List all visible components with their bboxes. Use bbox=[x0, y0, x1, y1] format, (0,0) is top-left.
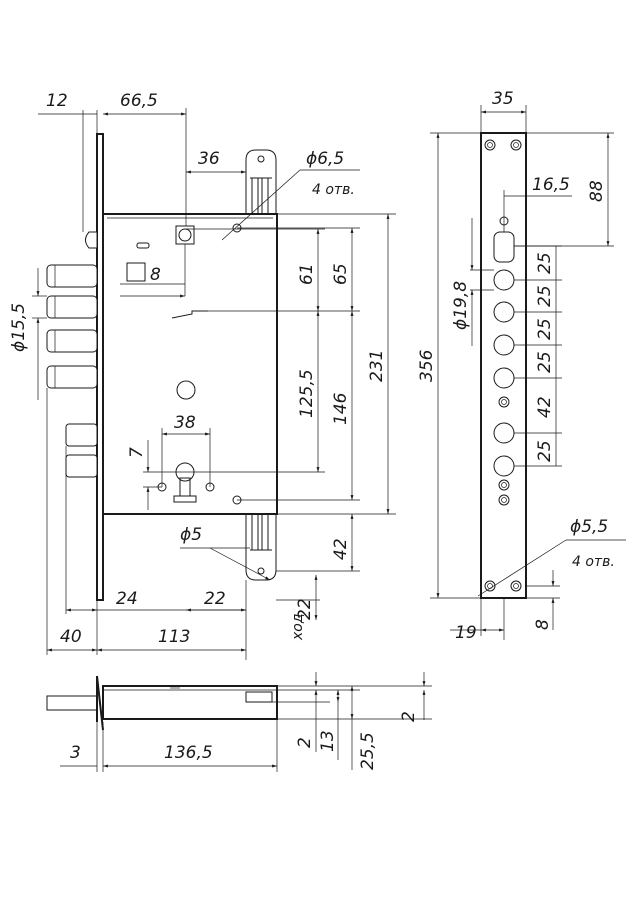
dim-8-plate: 8 bbox=[533, 619, 553, 630]
dim-356: 356 bbox=[417, 349, 437, 382]
dim-phi-6-5: ϕ6,5 bbox=[306, 149, 344, 169]
note-4-holes-plate: 4 отв. bbox=[572, 554, 615, 570]
center-hole bbox=[176, 380, 196, 400]
dim-phi-19-8: ϕ19,8 bbox=[451, 281, 471, 330]
dim-pitch-25-a: 25 bbox=[535, 252, 555, 274]
dim-phi-5-5: ϕ5,5 bbox=[570, 517, 608, 537]
lock-front-view bbox=[46, 133, 278, 601]
dim-231: 231 bbox=[367, 350, 387, 382]
side-dimensions: 3 136,5 2 13 25,5 2 bbox=[60, 672, 432, 772]
dim-2-left: 2 bbox=[295, 737, 315, 748]
dim-35: 35 bbox=[492, 89, 514, 109]
note-4-holes-top: 4 отв. bbox=[312, 182, 355, 198]
dim-66-5: 66,5 bbox=[120, 91, 158, 111]
dim-8-square: 8 bbox=[150, 265, 161, 285]
dim-3: 3 bbox=[70, 743, 81, 763]
dim-25-5: 25,5 bbox=[358, 732, 378, 770]
bolts bbox=[46, 231, 98, 478]
plate-dimensions: 35 16,5 88 356 ϕ19,8 25 25 25 25 42 bbox=[417, 89, 626, 643]
note-hod: ход bbox=[290, 613, 306, 641]
dim-pitch-42: 42 bbox=[535, 396, 555, 418]
dim-65: 65 bbox=[331, 263, 351, 285]
dim-phi-15-5: ϕ15,5 bbox=[9, 303, 29, 352]
dim-22-horizontal: 22 bbox=[204, 589, 226, 609]
dim-146: 146 bbox=[331, 392, 351, 425]
dim-113: 113 bbox=[158, 627, 190, 647]
dim-42: 42 bbox=[331, 538, 351, 560]
strike-plate bbox=[480, 132, 527, 599]
front-dimensions: 12 66,5 36 ϕ6,5 4 отв. 8 61 65 125,5 bbox=[9, 91, 396, 660]
bottom-bracket bbox=[245, 513, 277, 581]
dim-61: 61 bbox=[297, 263, 317, 285]
dim-36: 36 bbox=[198, 149, 220, 169]
dim-2-right: 2 bbox=[399, 711, 419, 722]
square-8-marker bbox=[126, 262, 146, 282]
dim-12: 12 bbox=[46, 91, 68, 111]
dim-pitch-25-b: 25 bbox=[535, 285, 555, 307]
dim-7: 7 bbox=[127, 447, 147, 458]
dim-phi-5: ϕ5 bbox=[180, 525, 202, 545]
cylinder-cutout bbox=[173, 462, 197, 503]
dim-125-5: 125,5 bbox=[297, 369, 317, 418]
dim-pitch-25-e: 25 bbox=[535, 440, 555, 462]
top-bracket bbox=[245, 149, 277, 215]
dim-16-5: 16,5 bbox=[532, 175, 570, 195]
dim-136-5: 136,5 bbox=[164, 743, 213, 763]
dim-pitch-25-d: 25 bbox=[535, 351, 555, 373]
dim-19: 19 bbox=[455, 623, 477, 643]
dim-13: 13 bbox=[318, 730, 338, 752]
lock-case bbox=[102, 213, 278, 515]
dim-22-vertical: 22 bbox=[295, 598, 315, 620]
dim-pitch-25-c: 25 bbox=[535, 318, 555, 340]
dim-24: 24 bbox=[116, 589, 138, 609]
lock-side-view bbox=[46, 675, 278, 731]
dim-38: 38 bbox=[174, 413, 196, 433]
dim-40: 40 bbox=[60, 627, 82, 647]
dim-88: 88 bbox=[587, 180, 607, 202]
